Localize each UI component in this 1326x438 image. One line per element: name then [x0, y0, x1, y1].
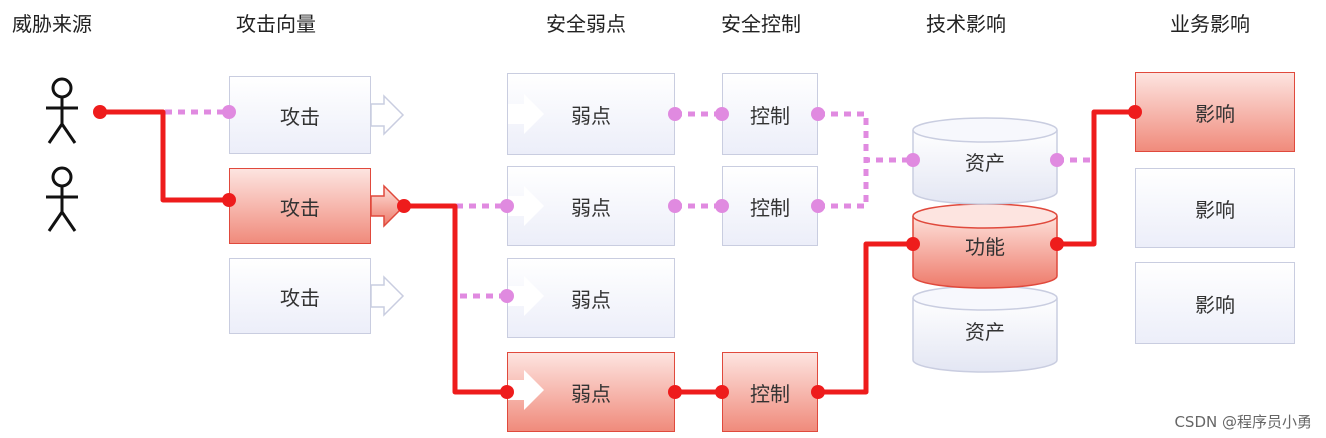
- weakness-label-4: 弱点: [571, 381, 611, 406]
- control-label-1: 控制: [750, 103, 790, 128]
- impact-box-1-highlighted: 影响: [1135, 72, 1295, 152]
- control-box-2: 控制: [722, 166, 818, 246]
- weakness-label-2: 弱点: [571, 195, 611, 220]
- header-weakness: 安全弱点: [546, 12, 626, 36]
- attack-box-3: 攻击: [229, 258, 371, 334]
- control-label-3: 控制: [750, 381, 790, 406]
- weakness-box-3: 弱点: [507, 258, 675, 338]
- impact-label-1: 影响: [1195, 101, 1235, 126]
- attack-label-3: 攻击: [280, 285, 320, 310]
- impact-label-3: 影响: [1195, 292, 1235, 317]
- attack-path-nodes: [93, 105, 1142, 399]
- threat-agent-icon-2: [46, 166, 78, 232]
- function-cylinder-highlighted: 功能: [912, 203, 1058, 289]
- weakness-label-3: 弱点: [571, 287, 611, 312]
- arrow-icon-weakness-3: [508, 276, 544, 316]
- header-threat-source: 威胁来源: [12, 12, 92, 36]
- arrow-icon-weakness-2: [508, 186, 544, 226]
- arrow-icon-attack-1: [370, 94, 405, 136]
- weakness-label-1: 弱点: [571, 103, 611, 128]
- watermark-text: CSDN @程序员小勇: [1174, 413, 1312, 431]
- potential-path-nodes: [222, 105, 1064, 303]
- arrow-icon-weakness-4: [508, 370, 544, 410]
- function-label: 功能: [965, 235, 1005, 259]
- control-label-2: 控制: [750, 195, 790, 220]
- impact-box-3: 影响: [1135, 262, 1295, 344]
- attack-label-2: 攻击: [280, 195, 320, 220]
- impact-box-2: 影响: [1135, 168, 1295, 248]
- header-control: 安全控制: [721, 12, 801, 36]
- header-tech-impact: 技术影响: [926, 12, 1006, 36]
- asset-cylinder-top: 资产: [912, 117, 1058, 205]
- arrow-icon-weakness-1: [508, 94, 544, 134]
- header-attack-vector: 攻击向量: [236, 12, 316, 36]
- header-biz-impact: 业务影响: [1170, 12, 1250, 36]
- attack-path-connector: [100, 109, 1135, 395]
- asset-cylinder-bottom: 资产: [912, 285, 1058, 373]
- asset-label-top: 资产: [965, 151, 1005, 175]
- asset-label-bottom: 资产: [965, 320, 1005, 344]
- threat-agent-icon-1: [46, 77, 78, 144]
- impact-label-2: 影响: [1195, 197, 1235, 222]
- attack-box-1: 攻击: [229, 76, 371, 154]
- arrow-icon-attack-2: [370, 184, 406, 228]
- arrow-icon-attack-3: [370, 275, 405, 317]
- attack-label-1: 攻击: [280, 104, 320, 129]
- control-box-1: 控制: [722, 73, 818, 155]
